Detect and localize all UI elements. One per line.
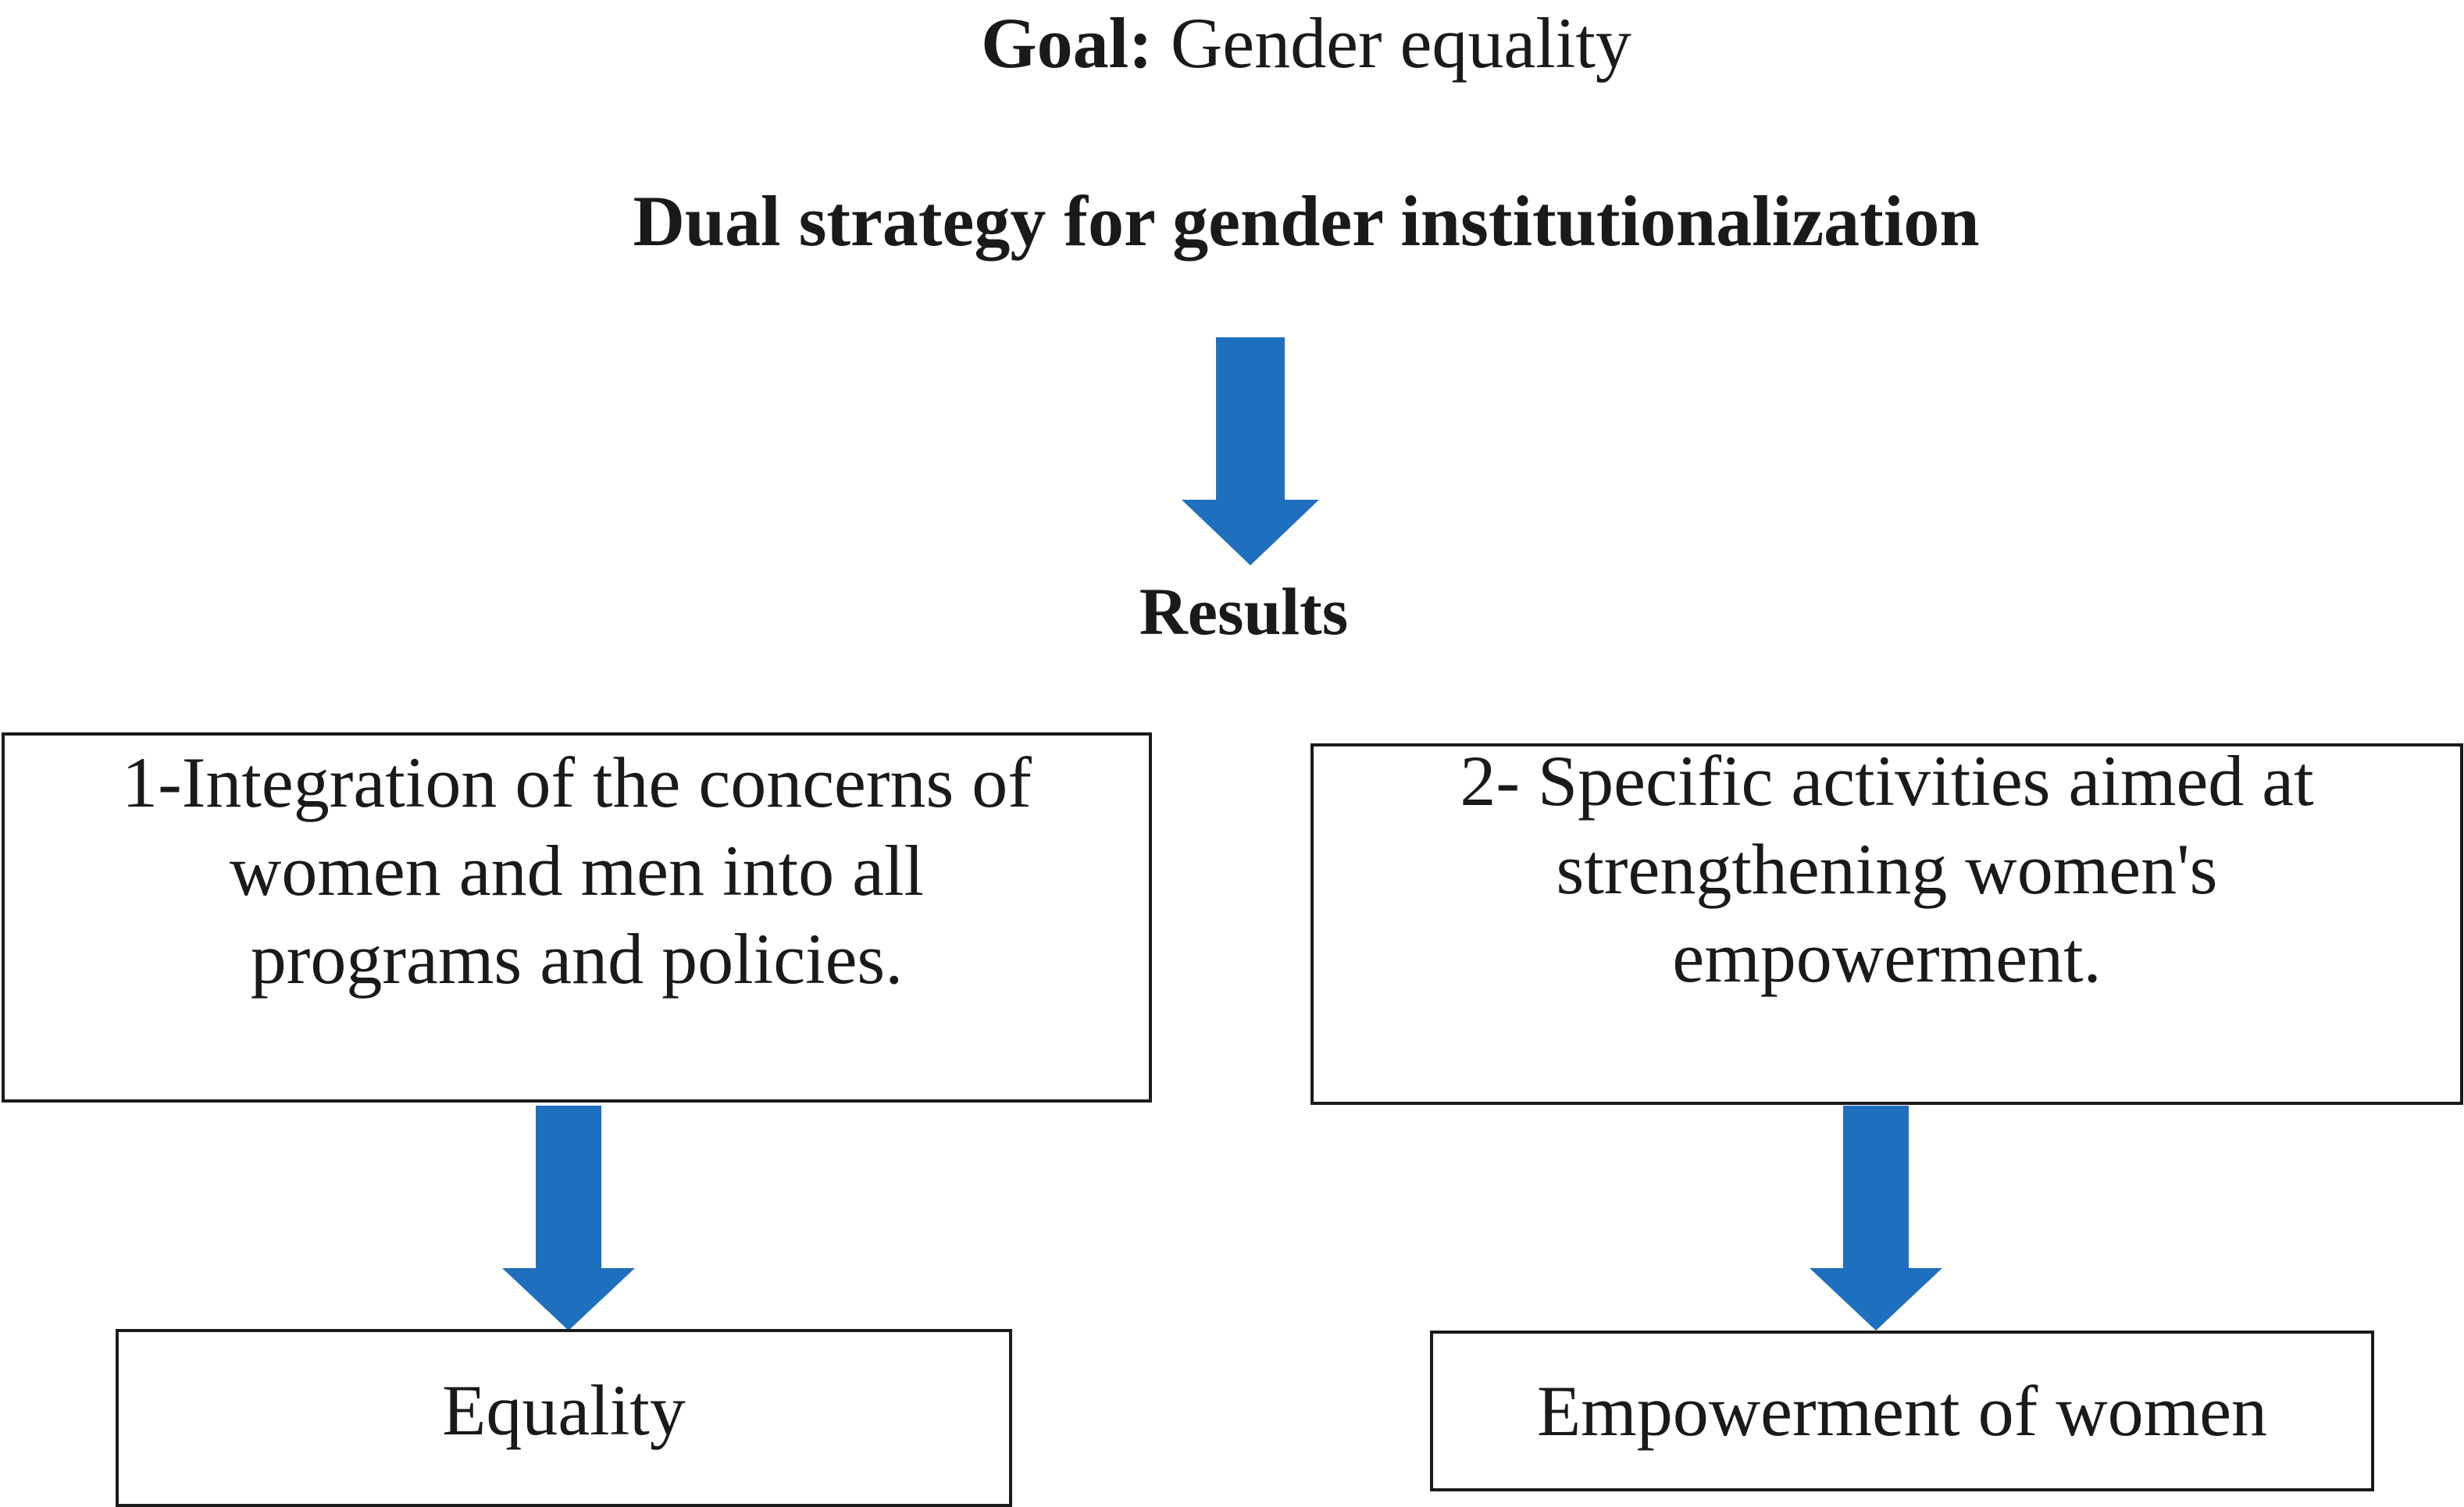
- down-arrow-left-shape: [502, 1106, 635, 1331]
- integration-line-3: programs and policies.: [250, 918, 904, 999]
- empowerment-text: Empowerment of women: [1536, 1370, 2268, 1451]
- goal-label: Goal:: [981, 3, 1153, 83]
- integration-box: 1-Integration of the concerns of women a…: [2, 732, 1152, 1103]
- specific-line-2: strengthening women's: [1556, 829, 2218, 909]
- empowerment-box: Empowerment of women: [1430, 1331, 2374, 1491]
- specific-activities-box: 2- Specific activities aimed at strength…: [1310, 741, 2463, 1105]
- down-arrow-top-shape: [1182, 337, 1319, 565]
- down-arrow-left: [502, 1106, 635, 1331]
- down-arrow-right: [1810, 1106, 1942, 1331]
- specific-line-1: 2- Specific activities aimed at: [1460, 741, 2314, 821]
- equality-box: Equality: [116, 1329, 1012, 1507]
- equality-text: Equality: [442, 1370, 686, 1450]
- goal-line: Goal: Gender equality: [0, 0, 2464, 86]
- specific-line-3: empowerment.: [1672, 917, 2102, 997]
- down-arrow-right-shape: [1810, 1106, 1942, 1331]
- strategy-title: Dual strategy for gender institutionaliz…: [633, 181, 1980, 261]
- down-arrow-top: [1182, 337, 1319, 565]
- integration-line-1: 1-Integration of the concerns of: [122, 742, 1032, 822]
- results-label: Results: [1139, 574, 1349, 649]
- goal-value: Gender equality: [1170, 3, 1631, 83]
- integration-line-2: women and men into all: [229, 830, 925, 910]
